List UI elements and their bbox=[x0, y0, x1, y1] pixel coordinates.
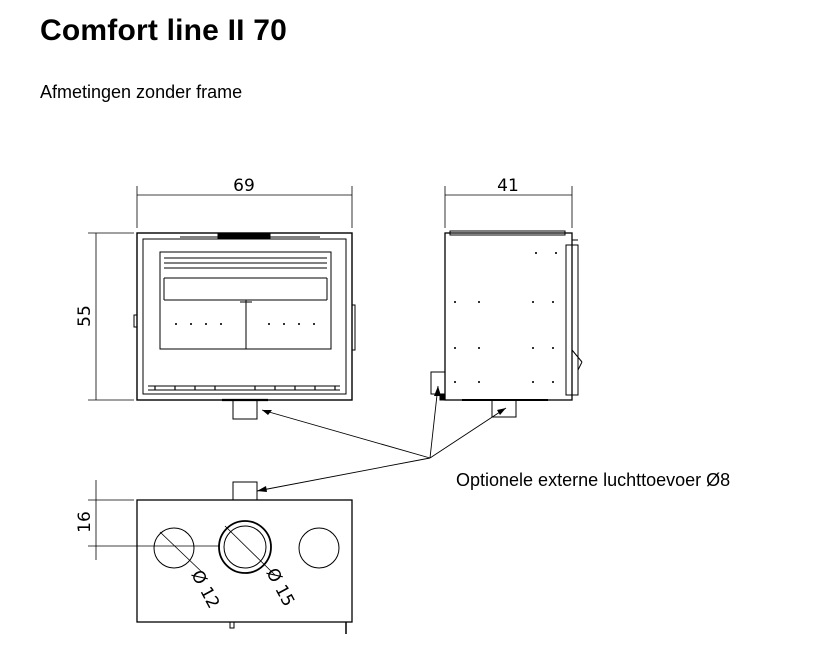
dim-side-depth: 41 bbox=[497, 176, 519, 196]
dim-diameter-small: Ø 12 bbox=[187, 567, 224, 612]
page-title: Comfort line II 70 bbox=[40, 14, 287, 47]
page-subtitle: Afmetingen zonder frame bbox=[40, 82, 243, 102]
dim-front-height: 55 bbox=[75, 305, 95, 327]
air-supply-annotation: Optionele externe luchttoevoer Ø8 bbox=[456, 470, 731, 490]
top-view bbox=[88, 480, 353, 634]
dim-front-width: 69 bbox=[233, 176, 255, 196]
side-view bbox=[430, 186, 583, 418]
dim-diameter-large: Ø 15 bbox=[262, 565, 299, 610]
front-view bbox=[88, 186, 356, 420]
dim-top-offset: 16 bbox=[75, 511, 95, 533]
annotation-leaders bbox=[256, 385, 507, 492]
